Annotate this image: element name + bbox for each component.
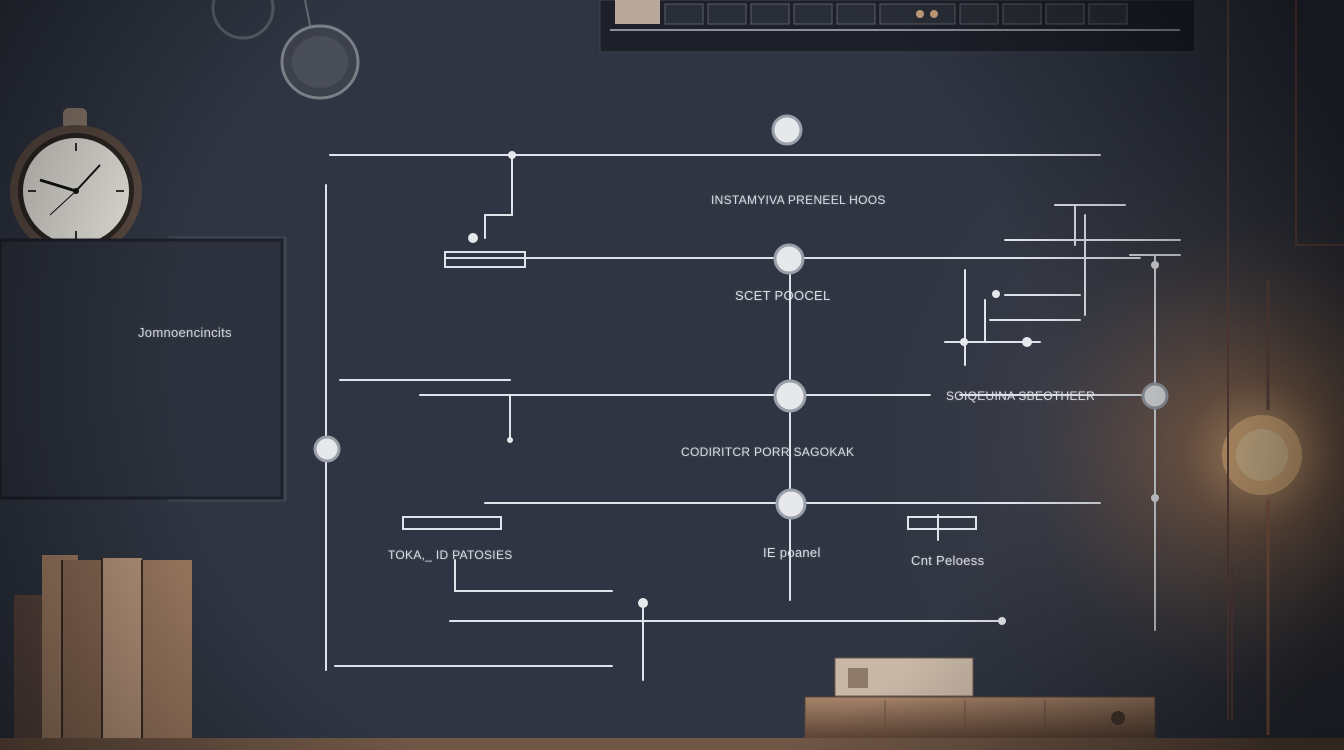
diagram-label-middle: CODIRITCR PORR SAGOKAK (681, 445, 855, 459)
diagram-label-center-bottom: IE poanel (763, 545, 821, 560)
diagram-label-top: INSTAMYIVA PRENEEL HOOS (711, 193, 886, 207)
diagram-label-right-bottom: Cnt Peloess (911, 553, 985, 568)
frame-label: Jomnoencincits (138, 325, 232, 340)
diagram-label-left-bottom: TOKA,_ ID PATOSIES (388, 548, 513, 562)
diagram-label-right: SOIQEUINA SBEOTHEER (946, 389, 1096, 403)
diagram-label-second: SCET POOCEL (735, 288, 831, 303)
